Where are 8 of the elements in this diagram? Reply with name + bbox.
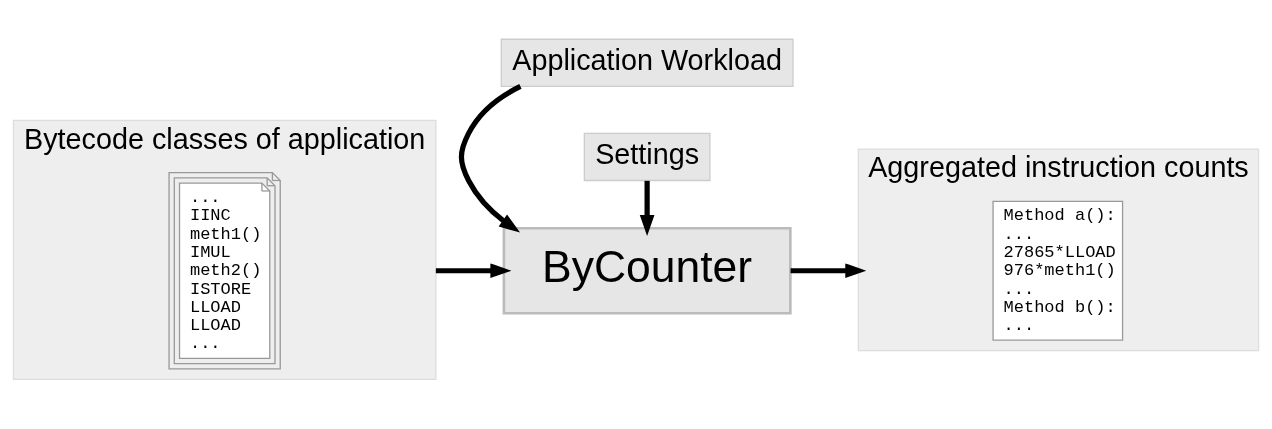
arrow <box>639 180 655 236</box>
arrow <box>458 84 522 233</box>
node-box: Application Workload <box>500 38 794 87</box>
node-box: Settings <box>583 132 711 182</box>
node-box: Method a(): ... 27865*LLOAD 976*meth1() ... Method b(): ... <box>992 200 1124 341</box>
node-box: ByCounter <box>502 226 792 315</box>
arrow <box>790 263 867 279</box>
arrow <box>435 263 512 279</box>
